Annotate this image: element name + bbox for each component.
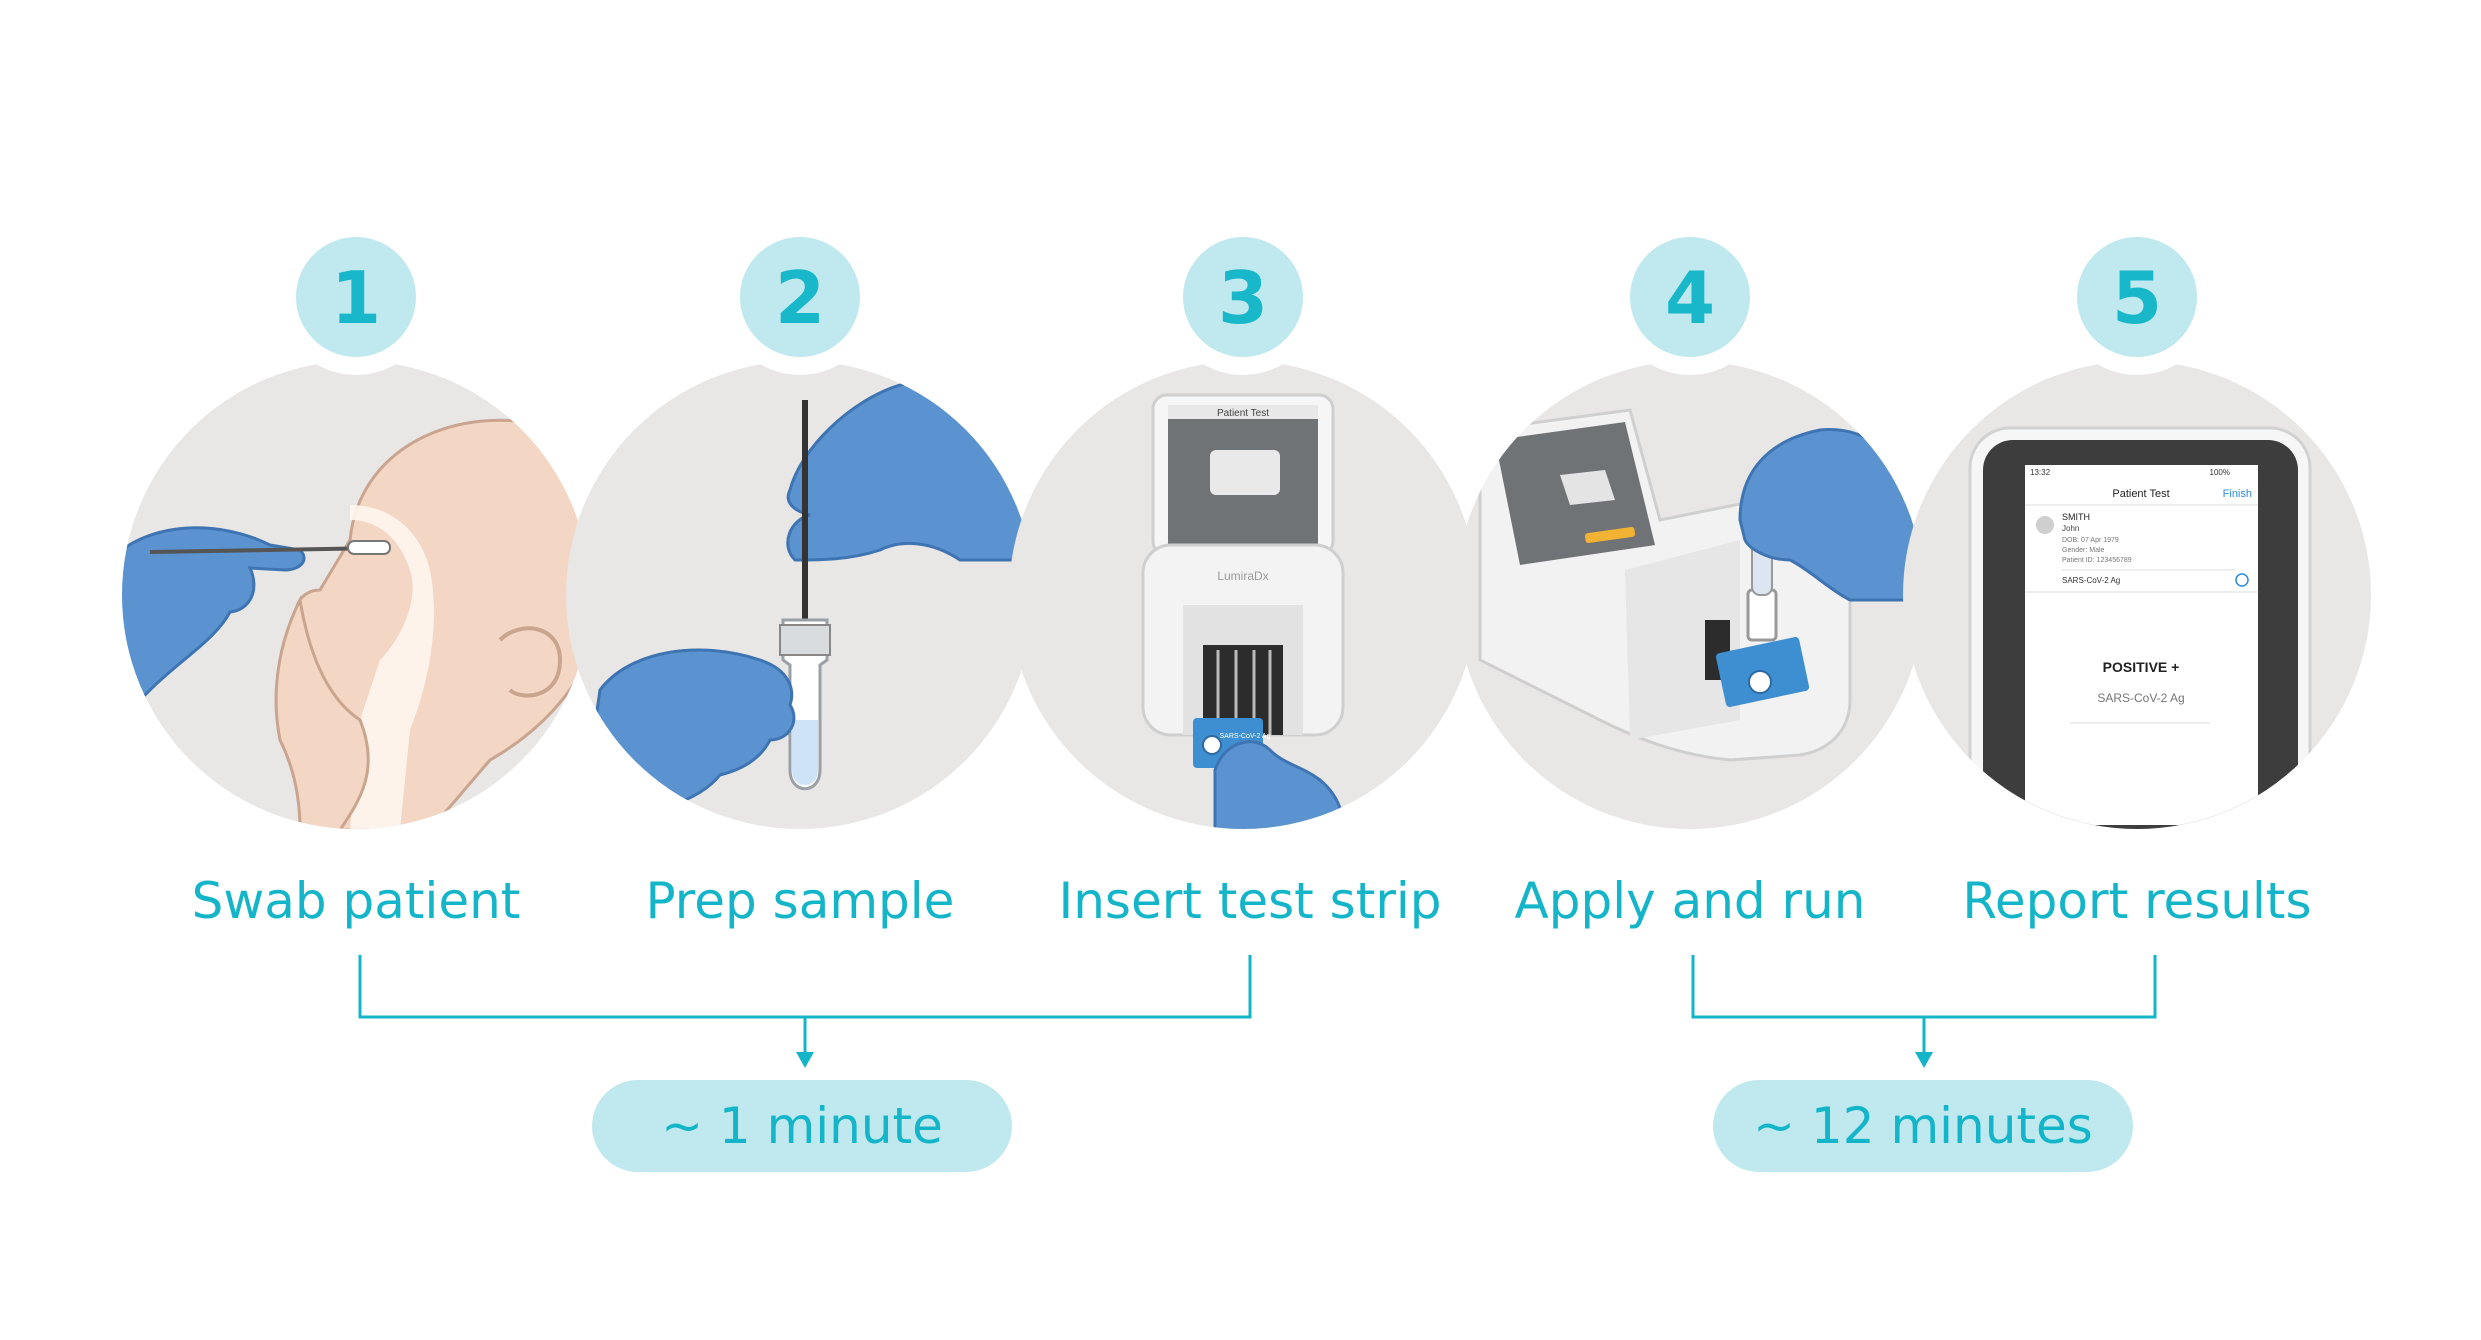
apply-sample-device-icon (1478, 408, 1924, 762)
duration-pill-2: ~ 12 minutes (1713, 1080, 2133, 1172)
nasal-swab-icon (122, 418, 590, 829)
step-2-label: Prep sample (646, 872, 955, 930)
step-1: 1 Swab patient (122, 219, 590, 930)
screen-title: Patient Test (2112, 488, 2169, 500)
step-4-badge-circle (1630, 237, 1750, 357)
bracket-right (1691, 955, 2157, 1060)
step-1-number: 1 (331, 256, 381, 340)
step-3-label: Insert test strip (1058, 872, 1441, 930)
arrow-down-icon (796, 1052, 814, 1068)
screen-time: 13:32 (2030, 468, 2051, 477)
step-1-label: Swab patient (192, 872, 521, 930)
step-4-number: 4 (1665, 256, 1715, 340)
step-2-badge-circle (740, 237, 860, 357)
device-screen-title: Patient Test (1217, 408, 1269, 419)
duration-1-label: ~ 1 minute (661, 1097, 943, 1155)
patient-first: John (2062, 524, 2079, 533)
bracket-left (358, 955, 1252, 1060)
duration-2-label: ~ 12 minutes (1753, 1097, 2093, 1155)
avatar (2036, 516, 2054, 534)
patient-id: Patient ID: 123456789 (2062, 557, 2132, 564)
result-sub: SARS-CoV-2 Ag (2097, 691, 2184, 705)
device-brand: LumiraDx (1217, 569, 1268, 583)
step-5: 13:32 100% Patient Test Finish SMITH Joh… (1903, 219, 2371, 930)
step-5-label: Report results (1962, 872, 2311, 930)
info-icon[interactable] (2235, 573, 2249, 587)
step-4: 4 Apply and run (1456, 219, 1924, 930)
arrow-down-icon (1915, 1052, 1933, 1068)
finish-button[interactable]: Finish (2223, 488, 2252, 500)
patient-dob: DOB: 07 Apr 1979 (2062, 537, 2119, 544)
result-value: POSITIVE + (2103, 659, 2180, 675)
step-5-number: 5 (2112, 256, 2162, 340)
patient-name: SMITH (2062, 512, 2090, 522)
results-screen-icon: 13:32 100% Patient Test Finish SMITH Joh… (1968, 426, 2312, 829)
step-2-number: 2 (775, 256, 825, 340)
strip-label: SARS-CoV-2 Ag (1220, 733, 1271, 740)
step-3-number: 3 (1218, 256, 1268, 340)
step-4-label: Apply and run (1515, 872, 1866, 930)
duration-pill-1: ~ 1 minute (592, 1080, 1012, 1172)
step-2: 2 Prep sample (566, 219, 1034, 930)
step-3-badge-circle (1183, 237, 1303, 357)
step-1-badge-circle (296, 237, 416, 357)
screen-test: SARS-CoV-2 Ag (2062, 576, 2120, 585)
patient-gender: Gender: Male (2062, 547, 2105, 554)
step-5-badge-circle (2077, 237, 2197, 357)
test-strip-device-icon: Patient Test LumiraDx SARS-CoV-2 Ag (1141, 393, 1347, 829)
screen-battery: 100% (2210, 468, 2230, 477)
step-3: Patient Test LumiraDx SARS-CoV-2 Ag 3 In… (1009, 219, 1477, 930)
